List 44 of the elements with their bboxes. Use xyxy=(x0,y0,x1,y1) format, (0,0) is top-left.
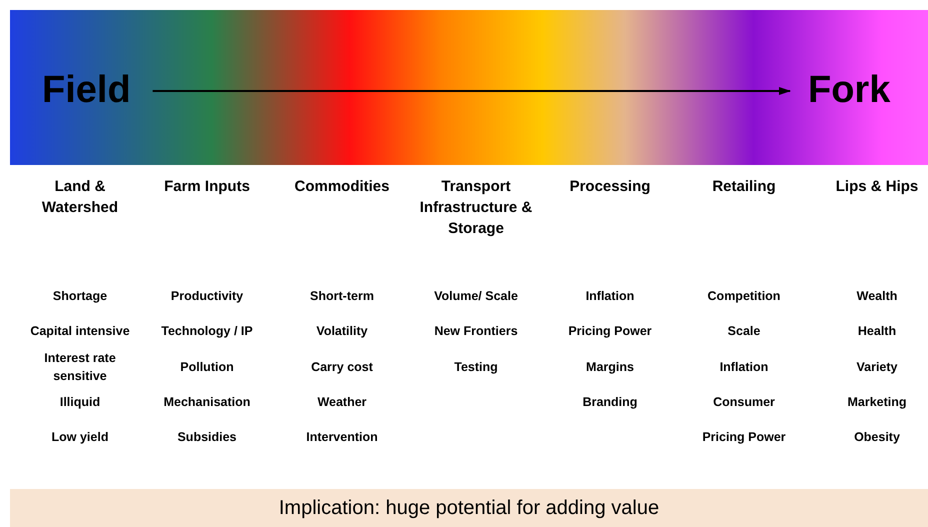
table-cell-text: Testing xyxy=(453,359,499,376)
table-cell-text: Inflation xyxy=(718,359,770,376)
table-cell-text: Scale xyxy=(726,323,762,340)
table-cell-text: Health xyxy=(856,323,898,340)
banner-text: Implication: huge potential for adding value xyxy=(278,496,660,520)
table-cell-text: Inflation xyxy=(584,288,636,305)
table-cell-text: Mechanisation xyxy=(162,394,252,411)
table-cell-text: Low yield xyxy=(50,429,110,446)
table-cell-text: Productivity xyxy=(170,288,244,305)
table-cell-text: Interest rate sensitive xyxy=(43,350,117,385)
table-cell-text: Obesity xyxy=(853,429,901,446)
table-cell-text: Technology / IP xyxy=(160,323,254,340)
table-cell-text: Volatility xyxy=(315,323,369,340)
stage-heading: Land & Watershed xyxy=(40,177,120,218)
table-cell-text: Pricing Power xyxy=(701,429,787,446)
stage-heading: Transport Infrastructure & Storage xyxy=(418,177,534,239)
implication-banner xyxy=(10,489,928,527)
table-cell-text: New Frontiers xyxy=(433,323,519,340)
table-cell-text: Carry cost xyxy=(310,359,374,376)
stage-heading: Commodities xyxy=(293,177,390,197)
table-cell-text: Volume/ Scale xyxy=(433,288,519,305)
table-cell-text: Short-term xyxy=(309,288,375,305)
stage-heading: Retailing xyxy=(711,177,777,197)
table-cell-text: Intervention xyxy=(305,429,379,446)
table-cell-text: Marketing xyxy=(846,394,908,411)
table-cell-text: Shortage xyxy=(52,288,108,305)
arrow xyxy=(152,87,791,95)
stage-heading: Lips & Hips xyxy=(834,177,920,197)
table-cell-text: Competition xyxy=(706,288,782,305)
table-cell-text: Branding xyxy=(582,394,638,411)
table-cell-text: Weather xyxy=(316,394,368,411)
table-cell-text: Pollution xyxy=(179,359,235,376)
stage-heading: Farm Inputs xyxy=(163,177,251,197)
table-cell-text: Consumer xyxy=(712,394,776,411)
stage-title: Fork xyxy=(808,68,890,112)
table-cell-text: Margins xyxy=(585,359,635,376)
table-cell-text: Pricing Power xyxy=(567,323,653,340)
table-cell-text: Illiquid xyxy=(58,394,102,411)
table-cell-text: Subsidies xyxy=(176,429,238,446)
stage-title: Field xyxy=(42,68,131,112)
table-cell-text: Capital intensive xyxy=(29,323,131,340)
table-cell-text: Variety xyxy=(855,359,898,376)
stage-heading: Processing xyxy=(568,177,652,197)
table-cell-text: Wealth xyxy=(856,288,898,305)
